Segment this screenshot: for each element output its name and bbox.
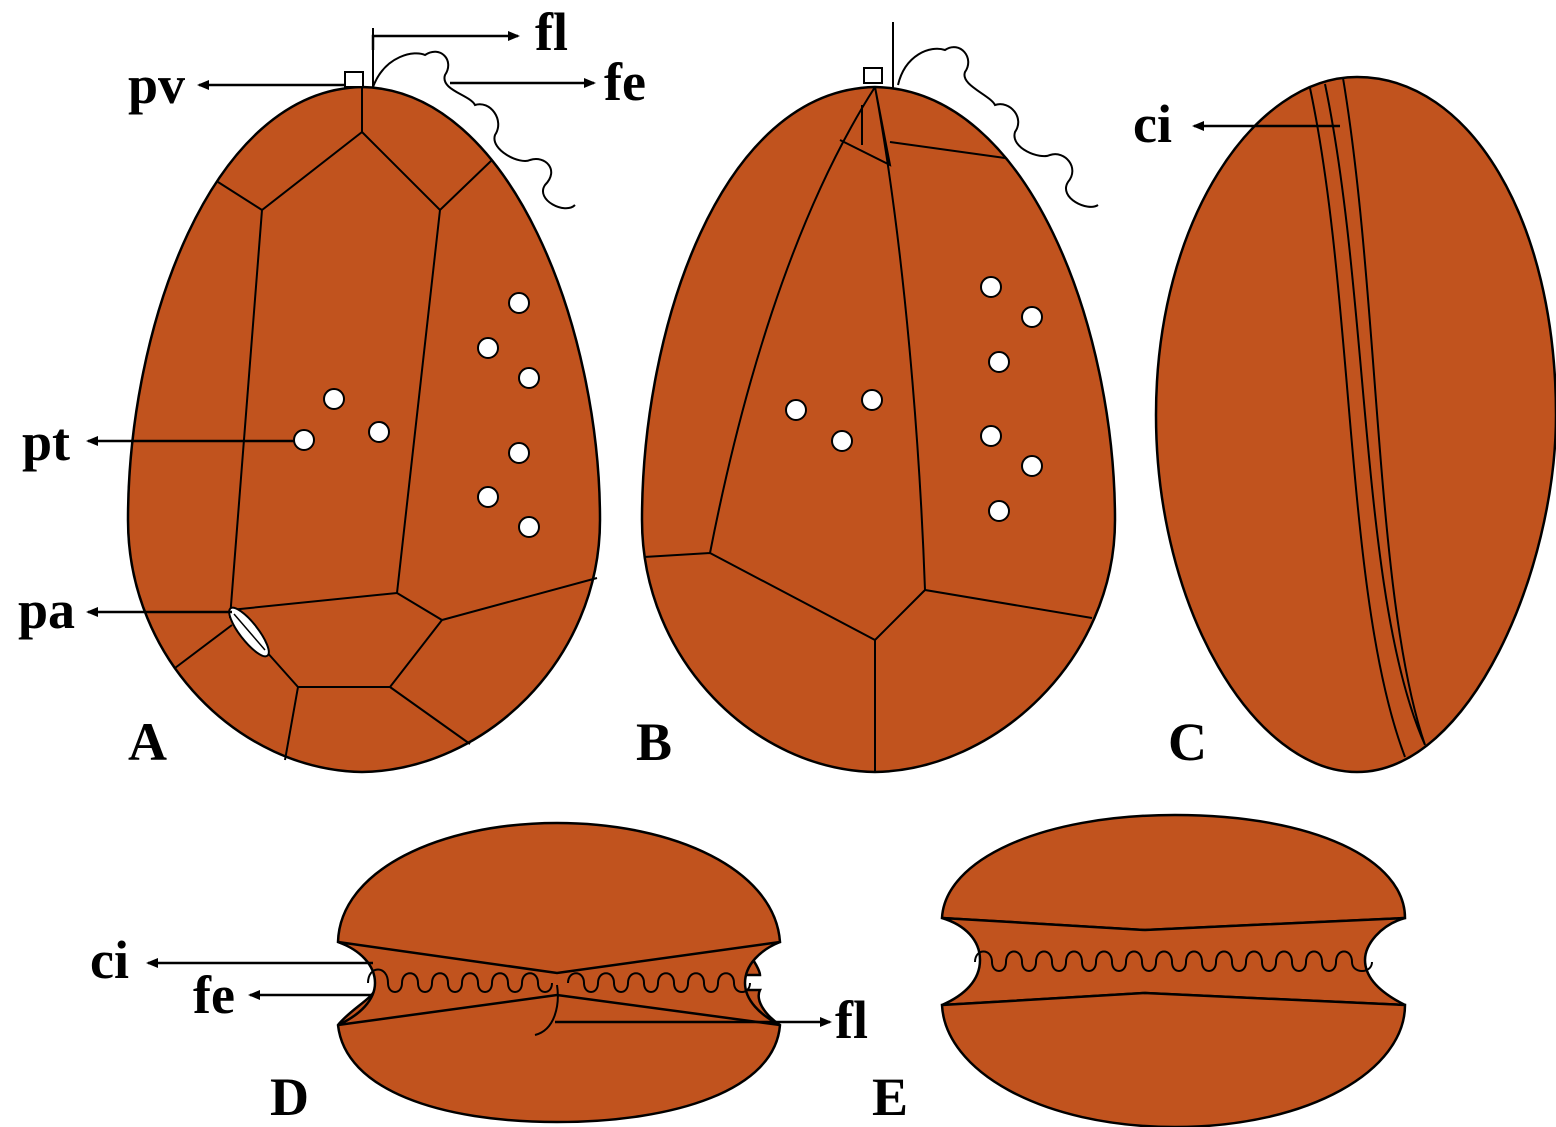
- pore: [519, 368, 539, 388]
- panel-e-letter: E: [872, 1067, 908, 1127]
- panel-a-apical-pore: [345, 72, 363, 87]
- pore: [369, 422, 389, 442]
- pore: [786, 400, 806, 420]
- ci-d-label: ci: [90, 930, 129, 990]
- fl-arrow: [373, 36, 518, 50]
- panel-e-cell: E: [872, 815, 1405, 1127]
- fe-label: fe: [604, 52, 646, 112]
- panel-c-cell: ci C: [1133, 77, 1556, 772]
- pv-label: pv: [128, 55, 185, 115]
- fe-d-label: fe: [193, 965, 235, 1025]
- pa-label: pa: [18, 580, 75, 640]
- pore: [478, 487, 498, 507]
- pore: [1022, 456, 1042, 476]
- pore: [478, 338, 498, 358]
- ci-c-label: ci: [1133, 94, 1172, 154]
- panel-a-letter: A: [128, 712, 167, 772]
- pore: [1022, 307, 1042, 327]
- pore: [324, 389, 344, 409]
- pore: [294, 430, 314, 450]
- pore: [989, 501, 1009, 521]
- pore: [509, 293, 529, 313]
- panel-d-cell: ci fe fl D: [90, 823, 868, 1127]
- pt-label: pt: [22, 412, 70, 472]
- panel-c-letter: C: [1168, 712, 1207, 772]
- pore: [519, 517, 539, 537]
- panel-b-cell: B: [636, 22, 1115, 772]
- fl-label: fl: [535, 2, 568, 62]
- pore: [989, 352, 1009, 372]
- panel-b-letter: B: [636, 712, 672, 772]
- pore: [862, 390, 882, 410]
- panel-b-cell-outline: [642, 87, 1115, 772]
- panel-a-cell-outline: [128, 87, 600, 772]
- panel-d-letter: D: [270, 1067, 309, 1127]
- pore: [832, 431, 852, 451]
- pore: [981, 426, 1001, 446]
- fl-d-label: fl: [835, 990, 868, 1050]
- panel-a-cell: [128, 28, 600, 772]
- panel-e-hypotheca: [942, 993, 1405, 1127]
- panel-e-epitheca: [942, 815, 1405, 930]
- pore: [509, 443, 529, 463]
- pore: [981, 277, 1001, 297]
- panel-b-apical-pore: [864, 68, 882, 83]
